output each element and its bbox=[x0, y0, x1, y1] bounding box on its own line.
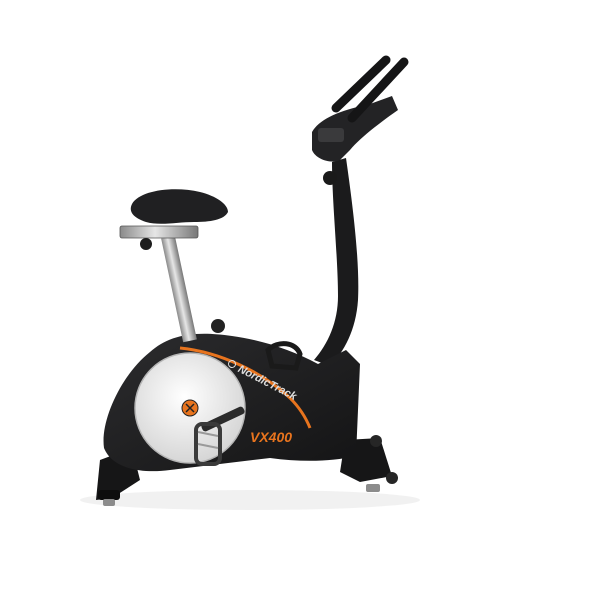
upright-column bbox=[314, 158, 359, 366]
pedal-strap bbox=[265, 341, 303, 371]
seat-post bbox=[161, 235, 197, 343]
accent-stripe bbox=[179, 346, 312, 429]
floor-shadow bbox=[80, 490, 420, 510]
pedal-assembly bbox=[194, 406, 245, 466]
flywheel bbox=[134, 352, 246, 464]
model-badge: VX400 bbox=[250, 429, 292, 445]
console bbox=[312, 96, 398, 185]
seat-knob bbox=[211, 319, 225, 333]
saddle bbox=[130, 189, 228, 224]
handlebars bbox=[331, 55, 409, 123]
seat-rail bbox=[119, 225, 199, 239]
